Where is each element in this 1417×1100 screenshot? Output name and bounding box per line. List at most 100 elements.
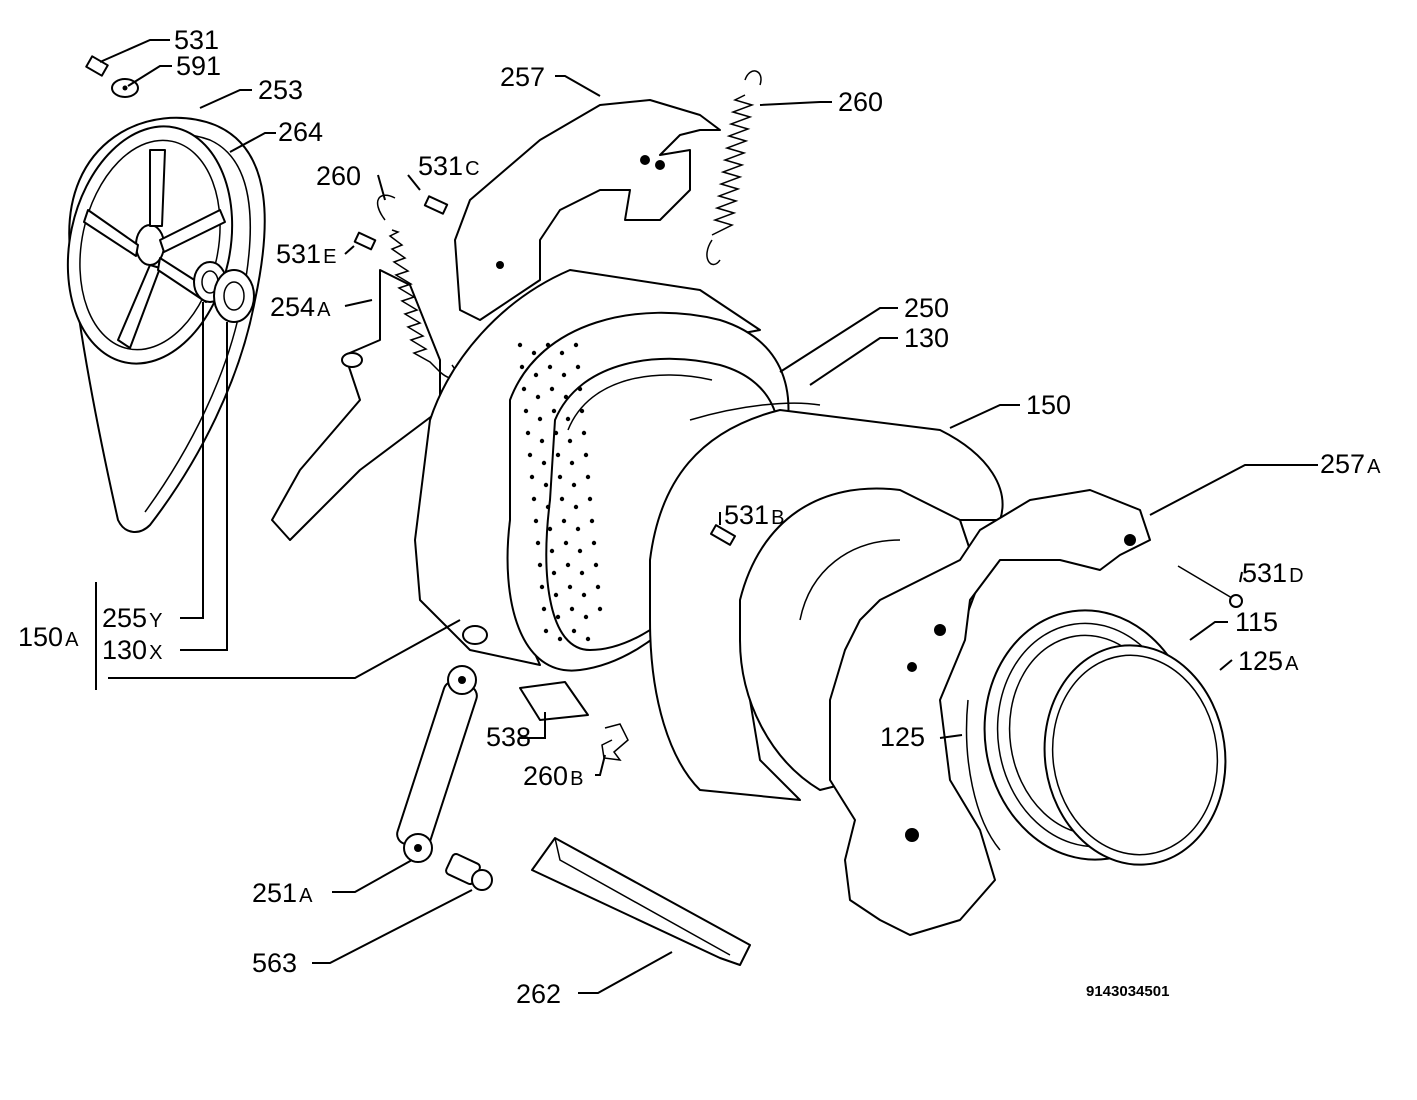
pulley-screw — [85, 55, 109, 77]
clip-260b — [601, 723, 629, 761]
clamp-ring-125 — [965, 699, 1001, 851]
drum-perforation — [543, 628, 549, 634]
rear-bracket-254a — [271, 269, 441, 541]
drum-perforation — [551, 408, 557, 414]
drum-perforation — [573, 504, 579, 510]
drum-perforation — [537, 562, 543, 568]
drum-perforation — [557, 474, 563, 480]
drum-perforation — [585, 474, 591, 480]
drum-perforation — [539, 438, 545, 444]
leader-lines — [95, 39, 1318, 994]
drum-perforation — [579, 570, 585, 576]
drum-perforation — [525, 430, 531, 436]
drum-perforation — [521, 386, 527, 392]
drum-perforation — [563, 394, 569, 400]
clamp-ring-125a — [1043, 644, 1227, 866]
label-264: 264 — [278, 117, 323, 147]
counterweight-257 — [454, 99, 721, 321]
drum-perforation — [559, 350, 565, 356]
drum-perforation — [541, 606, 547, 612]
label-531: 531 — [174, 25, 219, 55]
label-262: 262 — [516, 979, 561, 1009]
drum-perforation — [537, 416, 543, 422]
shock-absorber-251a — [396, 665, 478, 863]
drum-perforation — [547, 364, 553, 370]
drum-perforation — [545, 342, 551, 348]
drum-perforation — [549, 386, 555, 392]
counterweight-257a — [829, 489, 1151, 936]
drum-perforation — [579, 408, 585, 414]
drum-perforation — [565, 416, 571, 422]
label-150: 150 — [1026, 390, 1071, 420]
drum-perforation — [585, 636, 591, 642]
drum-perforation — [567, 584, 573, 590]
drum-perforation — [577, 386, 583, 392]
drawing-code: 9143034501 — [1086, 983, 1169, 1000]
drum-perforation — [563, 540, 569, 546]
drum-perforation — [569, 606, 575, 612]
drum-perforation — [551, 570, 557, 576]
label-125: 125 — [880, 722, 925, 752]
label-538: 538 — [486, 722, 531, 752]
drum-perforation — [529, 474, 535, 480]
drum-perforation — [567, 438, 573, 444]
bearing-130x — [213, 269, 255, 323]
drum-perforation — [569, 460, 575, 466]
drum-perforation — [581, 430, 587, 436]
drum-perforation — [531, 350, 537, 356]
drum-perforation — [555, 452, 561, 458]
plate-538 — [519, 681, 589, 721]
spring-260-top — [706, 70, 762, 266]
drum-perforation — [571, 628, 577, 634]
perforated-drum-130 — [517, 342, 603, 642]
drum-perforation — [523, 408, 529, 414]
screw-531e — [353, 231, 377, 251]
drum-pulley — [66, 125, 234, 365]
drum-perforation — [547, 526, 553, 532]
drum-perforation — [575, 526, 581, 532]
drum-perforation — [583, 452, 589, 458]
drum-perforation — [535, 540, 541, 546]
drum-perforation — [591, 540, 597, 546]
drum-perforation — [541, 460, 547, 466]
drum-perforation — [553, 592, 559, 598]
drum-perforation — [533, 372, 539, 378]
drum-perforation — [549, 548, 555, 554]
drum-perforation — [553, 430, 559, 436]
damper-pin-563 — [445, 853, 493, 891]
drum-perforation — [561, 518, 567, 524]
label-250: 250 — [904, 293, 949, 323]
drum-perforation — [589, 518, 595, 524]
drum-perforation — [581, 592, 587, 598]
drum-perforation — [517, 342, 523, 348]
drum-perforation — [593, 562, 599, 568]
drum-perforation — [545, 504, 551, 510]
drum-perforation — [561, 372, 567, 378]
drum-perforation — [527, 452, 533, 458]
label-257: 257 — [500, 62, 545, 92]
drum-perforation — [519, 364, 525, 370]
drum-perforation — [597, 606, 603, 612]
drum-perforation — [577, 548, 583, 554]
foot-262 — [531, 837, 751, 966]
label-591: 591 — [176, 51, 221, 81]
label-563: 563 — [252, 948, 297, 978]
screw-531b — [709, 524, 737, 546]
drum-perforation — [557, 636, 563, 642]
drum-perforation — [539, 584, 545, 590]
drum-perforation — [543, 482, 549, 488]
drum-perforation — [559, 496, 565, 502]
drum-perforation — [575, 364, 581, 370]
drum-perforation — [535, 394, 541, 400]
